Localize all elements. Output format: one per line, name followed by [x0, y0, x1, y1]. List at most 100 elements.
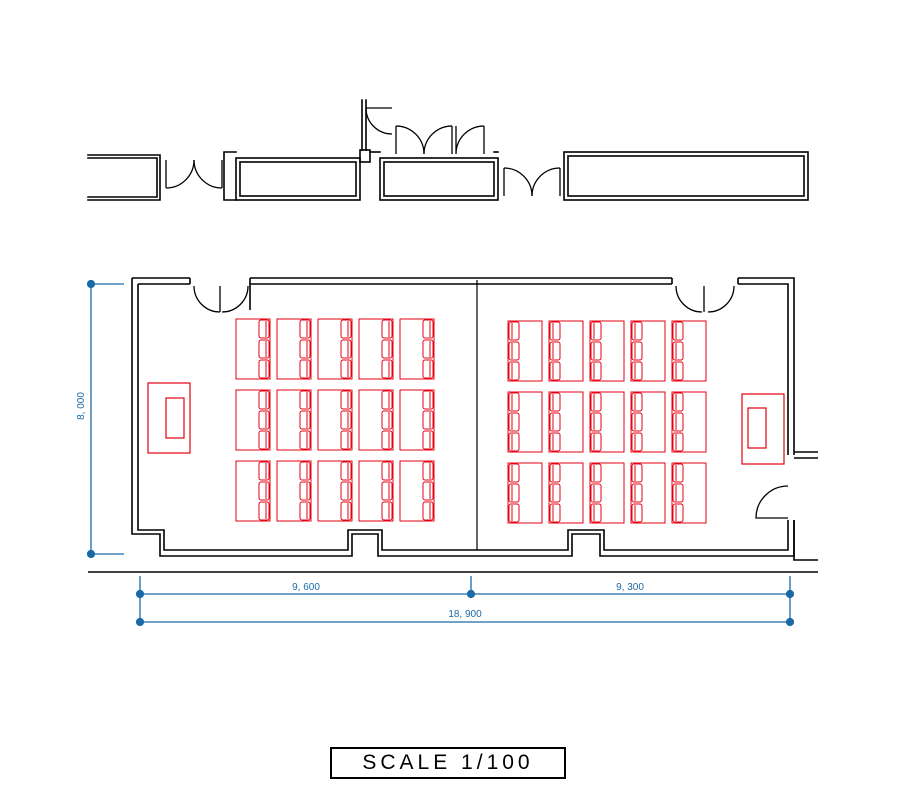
seat-unit [671, 462, 707, 524]
column-small [359, 149, 371, 163]
room-outer-wall [131, 277, 795, 557]
dimension-lines [90, 283, 791, 624]
scale-label: SCALE 1/100 [330, 747, 566, 779]
seat-unit [235, 389, 271, 451]
corridor-doors [165, 107, 561, 197]
dimension-nodes [86, 279, 795, 627]
chair [381, 339, 393, 359]
desk [507, 320, 543, 382]
desk [671, 320, 707, 382]
storage-room-2 [379, 157, 499, 201]
storage-room-2-inner [383, 161, 495, 197]
desk [548, 391, 584, 453]
dim-height-label: 8, 000 [76, 392, 87, 420]
desk [589, 462, 625, 524]
chair [549, 483, 561, 503]
seat-unit [548, 320, 584, 382]
chair [672, 392, 684, 412]
chair [422, 410, 434, 430]
chair [590, 432, 602, 452]
seat-unit [507, 462, 543, 524]
chair [590, 412, 602, 432]
seat-unit [276, 389, 312, 451]
chair [422, 390, 434, 410]
corridor-wall-vertical [361, 99, 367, 151]
chair [672, 503, 684, 523]
chair [631, 432, 643, 452]
desk [276, 460, 312, 522]
chair [340, 319, 352, 339]
chair [258, 410, 270, 430]
chair [549, 321, 561, 341]
desk [507, 462, 543, 524]
chair [422, 461, 434, 481]
desk [317, 318, 353, 380]
door-top-single [365, 107, 393, 135]
chair [508, 361, 520, 381]
dim-left-width-label: 9, 600 [292, 582, 320, 593]
dim-node [86, 279, 96, 289]
chair [631, 341, 643, 361]
seat-unit [507, 320, 543, 382]
corridor-wall-left [87, 154, 161, 201]
door-room-1b [221, 285, 249, 313]
chair [422, 339, 434, 359]
podium-right [741, 393, 785, 465]
chair [508, 503, 520, 523]
desk [399, 460, 435, 522]
seat-unit [630, 462, 666, 524]
chair [508, 412, 520, 432]
seat-unit [399, 460, 435, 522]
chair [631, 463, 643, 483]
chair [549, 463, 561, 483]
chair [258, 319, 270, 339]
desk [358, 460, 394, 522]
podium-left-top [165, 397, 185, 439]
chair [258, 359, 270, 379]
chair [381, 430, 393, 450]
chair [590, 341, 602, 361]
chair [549, 341, 561, 361]
door-corridor-2a [503, 167, 533, 197]
seat-unit [630, 320, 666, 382]
chair [508, 483, 520, 503]
dim-node [785, 589, 795, 599]
desk [630, 391, 666, 453]
chair [299, 501, 311, 521]
chair [672, 463, 684, 483]
seat-unit [358, 460, 394, 522]
chair [549, 361, 561, 381]
chair [258, 501, 270, 521]
chair [631, 503, 643, 523]
desk [399, 318, 435, 380]
podium-right-top [747, 407, 767, 449]
desk [235, 318, 271, 380]
chair [299, 390, 311, 410]
seat-unit [548, 462, 584, 524]
seat-unit [589, 391, 625, 453]
door-room-2b [707, 285, 735, 313]
desk [317, 460, 353, 522]
chair [340, 390, 352, 410]
room-right-exterior [793, 451, 818, 561]
seat-unit [358, 389, 394, 451]
seat-unit [235, 318, 271, 380]
chair [299, 319, 311, 339]
corridor-walls [87, 99, 809, 201]
chair [549, 412, 561, 432]
podium-left [147, 382, 191, 454]
room-inner-wall [137, 283, 789, 551]
chair [631, 483, 643, 503]
desk [548, 462, 584, 524]
chair [299, 359, 311, 379]
chair [672, 432, 684, 452]
desk [235, 389, 271, 451]
chair [340, 430, 352, 450]
storage-room-3-inner [567, 155, 805, 197]
storage-room-1 [235, 157, 361, 201]
desk [589, 391, 625, 453]
chair [340, 359, 352, 379]
dim-node [785, 617, 795, 627]
chair [381, 481, 393, 501]
